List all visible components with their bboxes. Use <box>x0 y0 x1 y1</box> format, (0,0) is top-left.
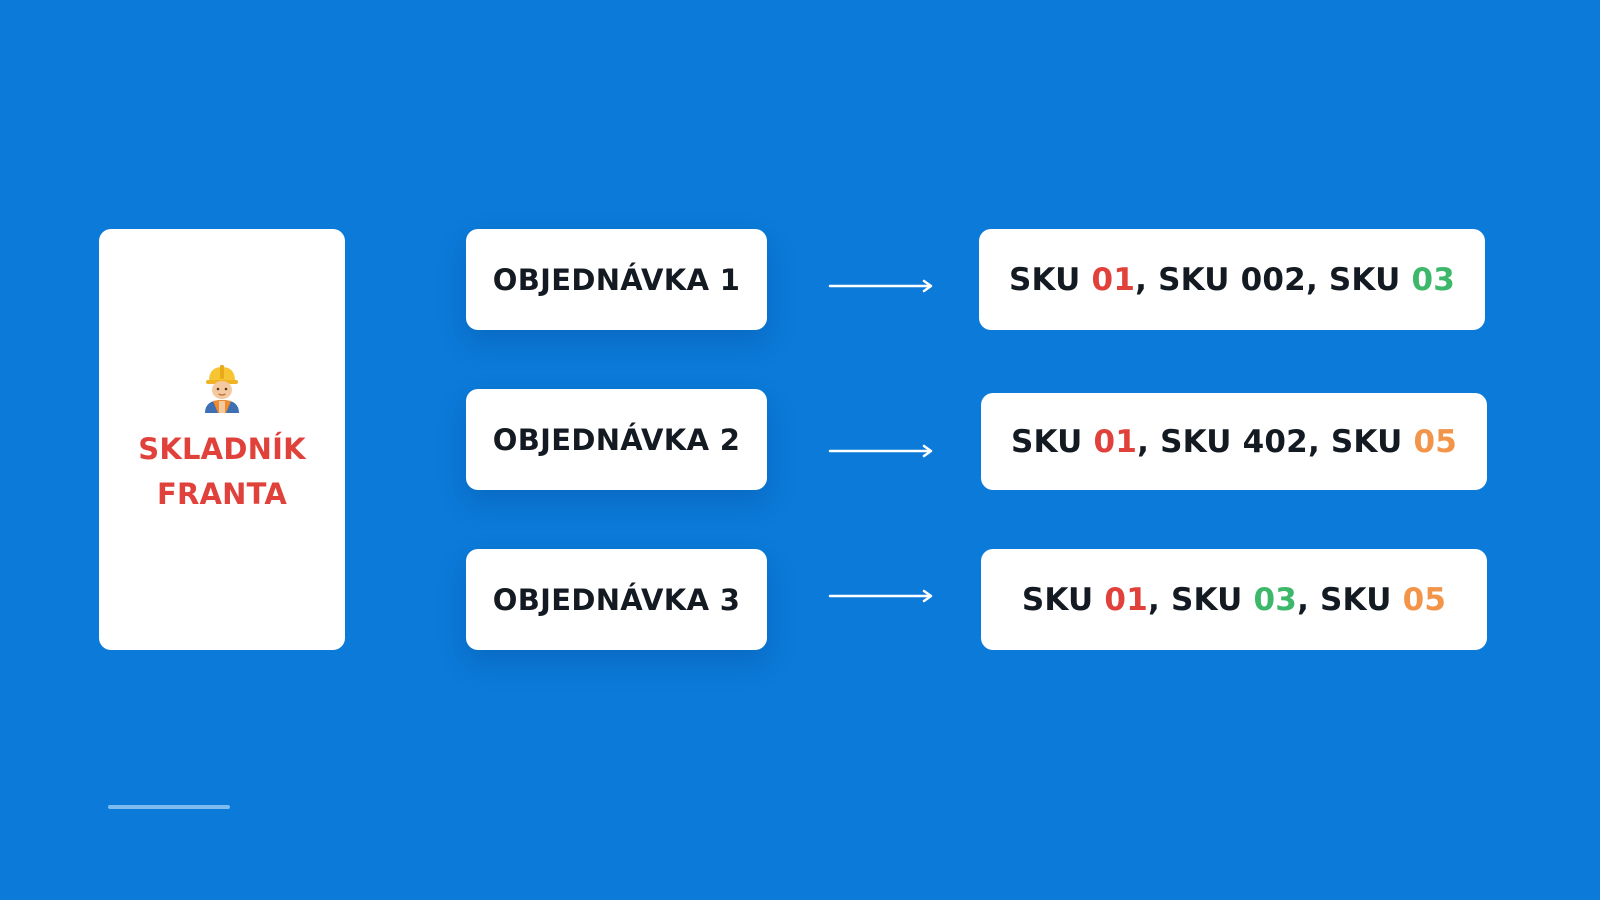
sku-code-orange: 05 <box>1402 581 1447 618</box>
sku-text: , SKU 002, SKU <box>1135 261 1412 298</box>
order-card-3: OBJEDNÁVKA 3 <box>466 549 767 650</box>
order-card-1: OBJEDNÁVKA 1 <box>466 229 767 330</box>
order-label: OBJEDNÁVKA 1 <box>492 262 741 297</box>
sku-card-3: SKU 01, SKU 03, SKU 05 <box>981 549 1487 650</box>
sku-card-1: SKU 01, SKU 002, SKU 03 <box>979 229 1485 330</box>
sku-code-red: 01 <box>1104 581 1148 618</box>
sku-text: , SKU <box>1147 581 1254 618</box>
sku-card-2: SKU 01, SKU 402, SKU 05 <box>981 393 1487 490</box>
decorative-bar <box>108 805 230 809</box>
sku-code-green: 03 <box>1411 261 1456 298</box>
sku-code-green: 03 <box>1253 581 1298 618</box>
sku-text: , SKU <box>1297 581 1403 618</box>
sku-code-red: 01 <box>1091 261 1136 298</box>
order-card-2: OBJEDNÁVKA 2 <box>466 389 767 490</box>
worker-card: SKLADNÍK FRANTA <box>99 229 345 650</box>
worker-name-line1: SKLADNÍK <box>138 431 306 466</box>
sku-line-3: SKU 01, SKU 03, SKU 05 <box>1022 582 1446 618</box>
order-label: OBJEDNÁVKA 2 <box>492 422 741 457</box>
sku-text: , SKU 402, SKU <box>1137 423 1414 460</box>
construction-worker-icon <box>205 364 239 413</box>
order-label: OBJEDNÁVKA 3 <box>492 582 741 617</box>
arrow-right-icon <box>828 589 933 603</box>
sku-code-orange: 05 <box>1413 423 1458 460</box>
sku-code-red: 01 <box>1093 423 1138 460</box>
sku-text: SKU <box>1010 423 1094 460</box>
sku-line-2: SKU 01, SKU 402, SKU 05 <box>1011 424 1457 460</box>
worker-name-line2: FRANTA <box>156 476 288 511</box>
sku-line-1: SKU 01, SKU 002, SKU 03 <box>1009 262 1455 298</box>
sku-text: SKU <box>1008 261 1092 298</box>
sku-text: SKU <box>1021 581 1105 618</box>
arrow-right-icon <box>828 444 933 458</box>
arrow-right-icon <box>828 279 933 293</box>
